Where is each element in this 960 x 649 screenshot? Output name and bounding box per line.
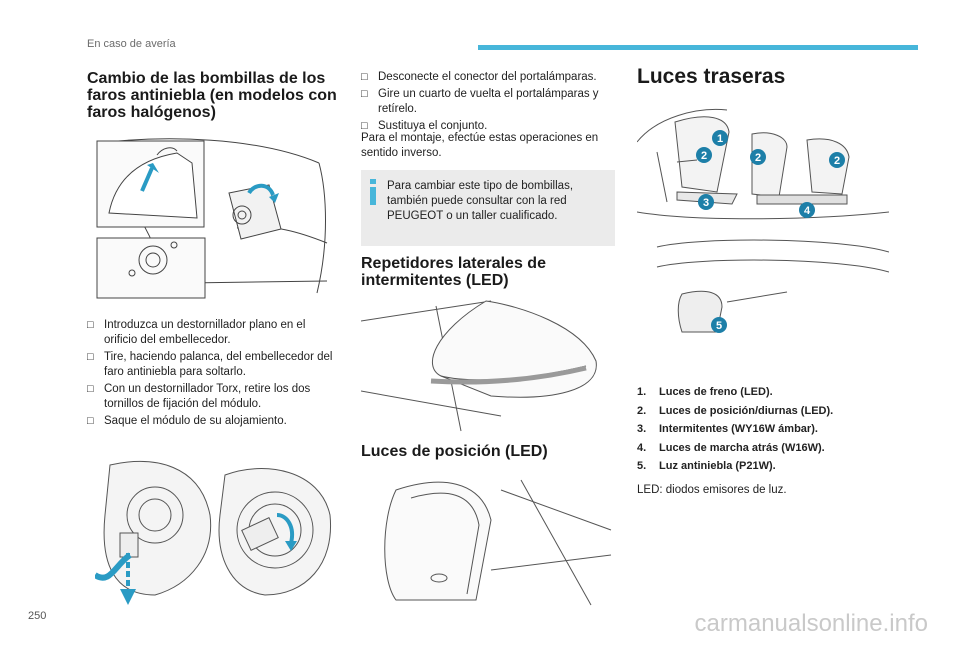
check-box-icon: □ xyxy=(87,351,94,363)
position-lights-title: Luces de posición (LED) xyxy=(361,443,548,460)
check-box-icon: □ xyxy=(87,415,94,427)
list-item: □Introduzca un destornillador plano en e… xyxy=(87,319,306,346)
connector-steps: □Desconecte el conector del portalámpara… xyxy=(361,70,616,136)
bulb-holder-figure xyxy=(95,455,340,607)
check-box-icon: □ xyxy=(361,88,368,100)
info-text: Para cambiar este tipo de bombillas, tam… xyxy=(387,180,574,222)
info-box: Para cambiar este tipo de bombillas, tam… xyxy=(361,170,615,246)
callout-5: 5 xyxy=(716,320,722,332)
list-item: □Saque el módulo de su alojamiento. xyxy=(87,415,287,427)
list-item: 2.Luces de posición/diurnas (LED). xyxy=(637,404,834,417)
callout-4: 4 xyxy=(804,205,811,217)
list-item: □Sustituya el conjunto. xyxy=(361,120,488,132)
info-icon xyxy=(370,179,376,205)
list-item: 1.Luces de freno (LED). xyxy=(637,386,773,398)
watermark: carmanualsonline.info xyxy=(694,610,928,637)
section-header: En caso de avería xyxy=(87,38,176,50)
led-note: LED: diodos emisores de luz. xyxy=(637,484,787,496)
check-box-icon: □ xyxy=(361,120,368,132)
list-item: □Con un destornillador Torx, retire los … xyxy=(87,383,311,410)
callout-2a: 2 xyxy=(701,150,707,162)
rear-lights-title: Luces traseras xyxy=(637,65,786,88)
header-accent-bar xyxy=(478,45,918,50)
list-item: □Tire, haciendo palanca, del embellecedo… xyxy=(87,351,333,378)
page-number: 250 xyxy=(28,610,47,622)
callout-2b: 2 xyxy=(755,152,761,164)
rear-lights-figure: 1 2 2 2 3 4 5 xyxy=(637,102,889,344)
mirror-position-figure xyxy=(361,470,616,607)
repeaters-title: Repetidores laterales de intermitentes (… xyxy=(361,255,546,289)
assembly-note: Para el montaje, efectúe estas operacion… xyxy=(361,132,599,159)
fog-lamp-title: Cambio de las bombillas de los faros ant… xyxy=(87,70,337,121)
check-box-icon: □ xyxy=(361,71,368,83)
list-item: □Desconecte el conector del portalámpara… xyxy=(361,71,597,83)
fog-lamp-steps: □Introduzca un destornillador plano en e… xyxy=(87,318,337,431)
rear-lights-legend: 1.Luces de freno (LED). 2.Luces de posic… xyxy=(637,383,833,476)
check-box-icon: □ xyxy=(87,319,94,331)
list-item: 3.Intermitentes (WY16W ámbar). xyxy=(637,423,818,435)
callout-markers xyxy=(696,130,845,333)
callout-2c: 2 xyxy=(834,155,840,167)
callout-1: 1 xyxy=(717,133,723,145)
mirror-repeater-figure xyxy=(361,296,616,434)
list-item: □Gire un cuarto de vuelta el portalámpar… xyxy=(361,88,599,115)
list-item: 4.Luces de marcha atrás (W16W). xyxy=(637,441,825,454)
check-box-icon: □ xyxy=(87,383,94,395)
callout-3: 3 xyxy=(703,197,709,209)
fog-lamp-removal-figure xyxy=(87,133,335,300)
list-item: 5.Luz antiniebla (P21W). xyxy=(637,460,776,472)
